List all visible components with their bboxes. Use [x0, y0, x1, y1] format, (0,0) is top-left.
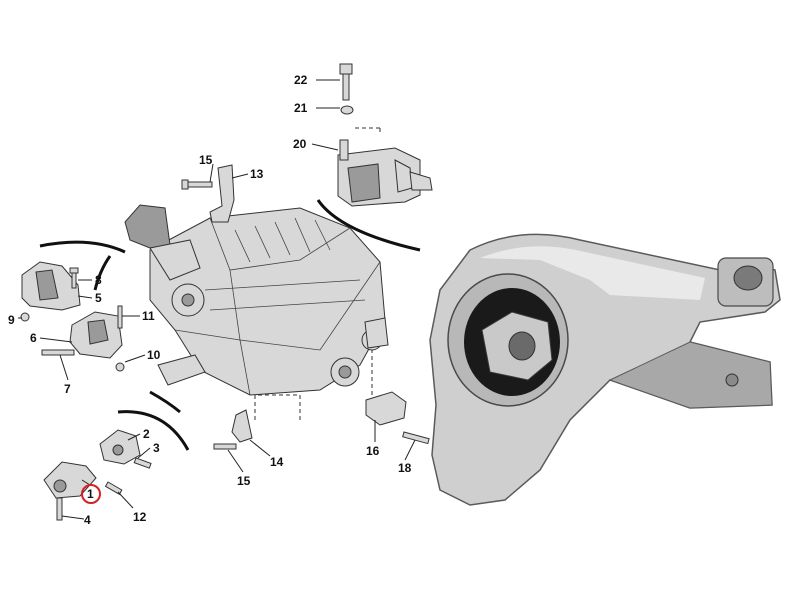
- mount-end-hole: [725, 373, 739, 387]
- callout-4: 4: [84, 513, 91, 527]
- bolt-12: [104, 481, 123, 496]
- callout-7: 7: [64, 382, 71, 396]
- nut-9: [20, 312, 30, 322]
- mount-bracket-6: [41, 311, 123, 359]
- callout-11: 11: [142, 309, 155, 323]
- section-arc-left: [39, 240, 126, 254]
- mount-center-hole: [508, 331, 536, 361]
- section-arc-bottom: [117, 410, 190, 451]
- bracket-13: [209, 164, 235, 223]
- bolt-18: [402, 431, 430, 445]
- upper-mount-assembly: [337, 139, 433, 207]
- left-mount-5: [21, 261, 81, 311]
- callout-22: 21: [294, 101, 308, 115]
- callout-9: 9: [8, 313, 15, 327]
- bolt-15-lower: [213, 443, 237, 450]
- washer-22: [340, 105, 354, 115]
- callout-5: 5: [95, 291, 102, 305]
- callout-8: 8: [95, 273, 102, 287]
- callout-1-highlight: [81, 484, 101, 504]
- callout-18: 18: [398, 461, 412, 475]
- bolt-4: [56, 497, 63, 521]
- bolt-15-upper: [181, 179, 213, 190]
- mount-16: [365, 391, 407, 426]
- callout-10: 10: [147, 348, 161, 362]
- bolt-8: [69, 267, 79, 289]
- callout-15-lower: 15: [237, 474, 251, 488]
- callout-2: 2: [143, 427, 150, 441]
- callout-6: 6: [30, 331, 37, 345]
- callout-3: 3: [153, 441, 160, 455]
- lower-mount-2: [99, 429, 141, 465]
- mount-small-bushing-hole: [733, 265, 763, 291]
- callout-12: 12: [133, 510, 147, 524]
- nut-10: [115, 362, 125, 372]
- callout-14: 14: [270, 455, 284, 469]
- callout-20: 20: [293, 137, 307, 151]
- leader-lines: [18, 79, 416, 520]
- callout-13: 13: [250, 167, 264, 181]
- bolt-21: [339, 63, 353, 101]
- section-arc-top: [316, 199, 421, 252]
- callout-1: 1: [87, 487, 94, 501]
- mount-arm-shadow: [608, 341, 773, 409]
- bolt-3: [133, 457, 152, 469]
- section-arc-left-lower: [93, 255, 112, 291]
- callout-16: 16: [366, 444, 380, 458]
- callout-21: 22: [294, 73, 308, 87]
- callout-labels: 22 21 20 15 13 8 5 9 6 7 11 10 2 3 1 4 1…: [8, 73, 412, 527]
- bracket-14: [231, 409, 253, 443]
- callout-15-upper: 15: [199, 153, 213, 167]
- section-arc-bottom-left: [149, 390, 181, 414]
- torque-mount-photo: [429, 233, 781, 506]
- bolt-11: [117, 305, 123, 329]
- mount-arm-highlight: [480, 246, 705, 300]
- engine-assembly: [124, 204, 389, 396]
